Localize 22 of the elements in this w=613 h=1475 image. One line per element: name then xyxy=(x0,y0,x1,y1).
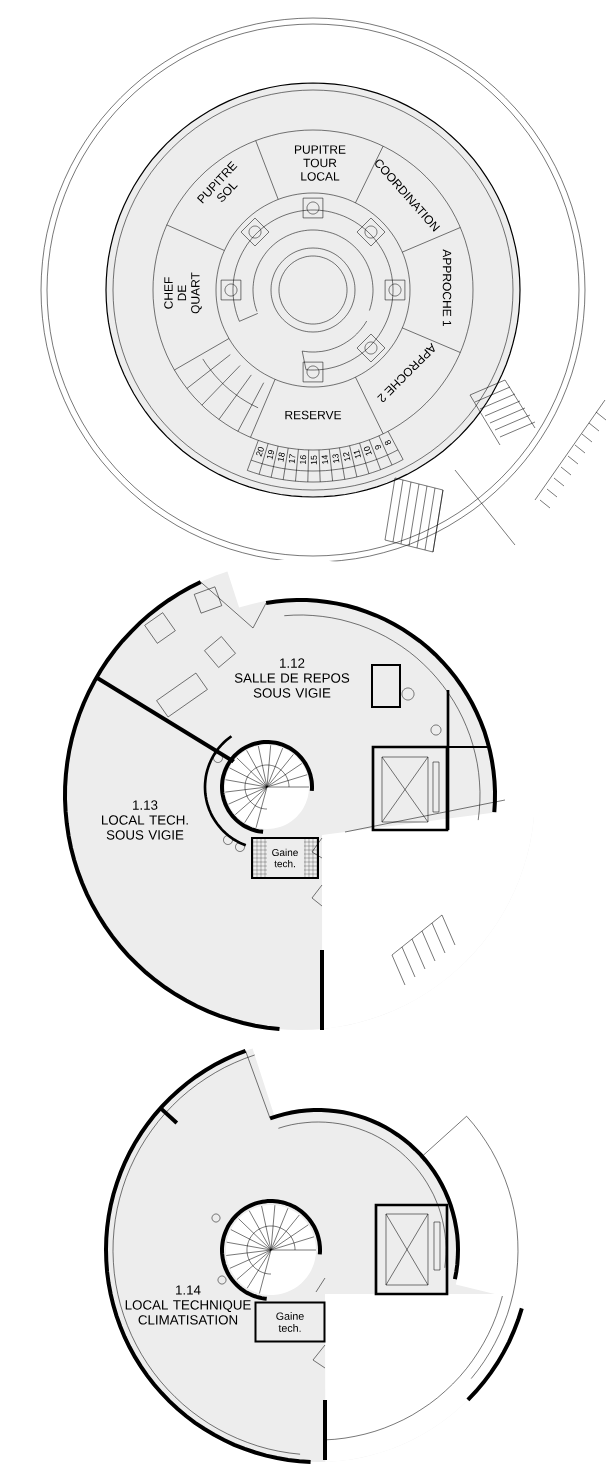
room-label: PUPITRE TOUR LOCAL xyxy=(295,145,346,181)
step-number: 9 xyxy=(375,444,382,450)
room-label: APPROCHE 1 xyxy=(442,249,452,327)
room-label: CHEF DE QUART xyxy=(164,272,202,314)
room-label: 1.13 LOCAL TECH. SOUS VIGIE xyxy=(102,800,188,840)
step-number: 11 xyxy=(353,449,362,459)
step-number: 17 xyxy=(288,454,296,464)
shaft-box: Gaine tech. xyxy=(251,837,319,879)
step-number: 15 xyxy=(310,455,317,465)
room-label: 1.14 LOCAL TECHNIQUE CLIMATISATION xyxy=(125,1285,251,1325)
step-number: 14 xyxy=(321,454,329,464)
step-number: 12 xyxy=(343,451,351,461)
step-number: 16 xyxy=(299,455,307,465)
step-number: 8 xyxy=(384,440,391,446)
step-number: 20 xyxy=(256,446,264,457)
room-label: 1.12 SALLE DE REPOS SOUS VIGIE xyxy=(234,658,350,698)
step-number: 13 xyxy=(332,453,340,463)
room-label: RESERVE xyxy=(285,410,342,420)
step-number: 10 xyxy=(363,446,372,456)
step-number: 18 xyxy=(277,452,285,462)
step-number: 19 xyxy=(267,450,275,460)
shaft-box: Gaine tech. xyxy=(254,1301,326,1343)
